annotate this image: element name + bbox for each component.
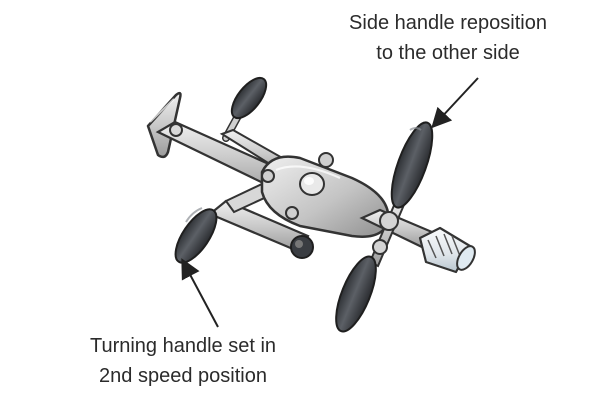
turning-handle-callout: Turning handle set in 2nd speed position: [58, 331, 308, 391]
chuck: [418, 226, 476, 274]
gear-housing: [260, 152, 390, 238]
side-handle-grip-upper: [390, 121, 434, 209]
side-handle-callout-line2: to the other side: [376, 42, 520, 64]
side-handle-callout: Side handle reposition to the other side: [328, 8, 568, 68]
upper-handle: [222, 76, 268, 142]
side-handle-callout-line1: Side handle reposition: [349, 12, 547, 34]
side-handle-grip-lower: [335, 255, 377, 333]
turning-handle-callout-line1: Turning handle set in: [89, 335, 277, 357]
side-handle-arrow: [431, 77, 479, 129]
turning-handle-callout-line2: 2nd speed position: [99, 365, 267, 387]
turning-handle-grip: [174, 207, 218, 264]
turning-handle-arrow: [181, 258, 219, 328]
